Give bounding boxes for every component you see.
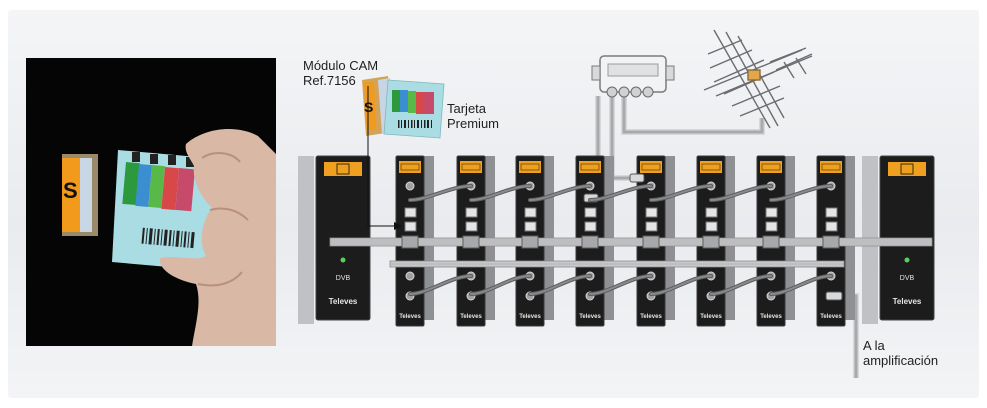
power-supply-left-brand-text: Televes xyxy=(329,297,358,306)
bus-cable-lower xyxy=(389,260,845,268)
module-brand-text: Televes xyxy=(460,314,482,320)
rf-loop-cables xyxy=(408,184,833,296)
bus-clip xyxy=(521,235,539,249)
bus-clip xyxy=(581,235,599,249)
cam-module-label-line2: Ref.7156 xyxy=(303,73,356,88)
cam-pointer-arrow xyxy=(367,86,402,230)
svg-text:S: S xyxy=(63,178,78,203)
power-supply-left-code-text: DVB xyxy=(336,275,351,282)
module-brand-text: Televes xyxy=(399,314,421,320)
bus-clip xyxy=(762,235,780,249)
module-brand-text: Televes xyxy=(820,314,842,320)
power-supply-right-brand-text: Televes xyxy=(893,297,922,306)
module-brand-text: Televes xyxy=(519,314,541,320)
amplification-label-line2: amplificación xyxy=(863,353,939,368)
bus-clip xyxy=(642,235,660,249)
premium-card-label-line2: Premium xyxy=(447,116,500,131)
yagi-antenna xyxy=(703,29,813,129)
bus-clip xyxy=(401,235,419,249)
cam-module-label-line1: Módulo CAM xyxy=(303,58,379,73)
bus-clips xyxy=(401,235,840,249)
bus-clip xyxy=(822,235,840,249)
input-connector xyxy=(629,173,645,183)
photo-cam-module: S xyxy=(62,154,98,236)
lnb-splitter xyxy=(591,55,675,98)
bus-clip xyxy=(702,235,720,249)
amplification-label: A la amplificación xyxy=(863,338,938,368)
photo-hand xyxy=(159,129,276,346)
cam-module-label: Módulo CAM Ref.7156 xyxy=(303,58,378,88)
power-supply-right-code-text: DVB xyxy=(900,275,915,282)
premium-card-label-line1: Tarjeta xyxy=(447,101,487,116)
card-insertion-photo: S xyxy=(26,58,276,346)
module-brand-text: Televes xyxy=(700,314,722,320)
premium-card-inset xyxy=(383,79,445,139)
amplification-label-line1: A la xyxy=(863,338,885,353)
output-connector xyxy=(825,291,843,301)
module-brand-text: Televes xyxy=(640,314,662,320)
premium-card-label: Tarjeta Premium xyxy=(447,101,499,131)
module-brand-text: Televes xyxy=(579,314,601,320)
svg-text:S: S xyxy=(364,99,373,115)
bus-cable-upper xyxy=(329,237,933,247)
bus-clip xyxy=(462,235,480,249)
module-brand-text: Televes xyxy=(760,314,782,320)
